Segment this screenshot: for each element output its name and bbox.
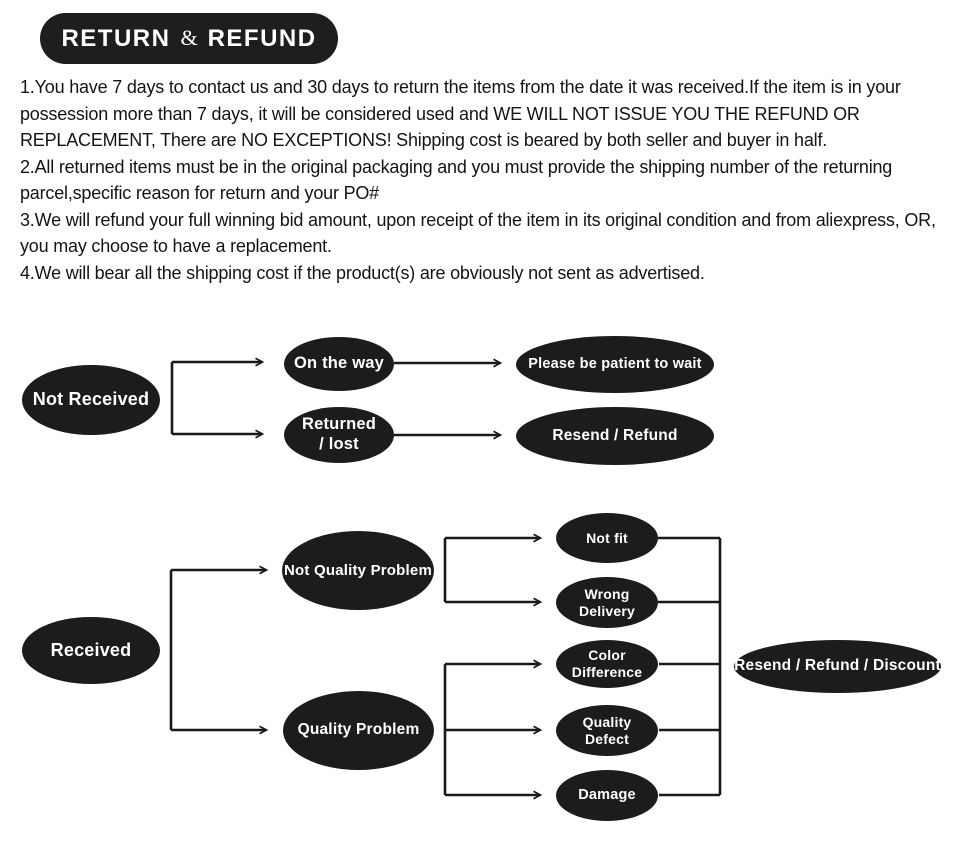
page-title-ampersand: & bbox=[180, 24, 198, 50]
node-not-received: Not Received bbox=[22, 365, 160, 435]
page-title-badge: RETURN & REFUND bbox=[40, 13, 338, 64]
policy-paragraph-4: 4.We will bear all the shipping cost if … bbox=[20, 262, 705, 283]
node-wrong-delivery: Wrong Delivery bbox=[556, 577, 658, 628]
node-color-difference: Color Difference bbox=[556, 640, 658, 688]
node-please-be-patient: Please be patient to wait bbox=[516, 336, 714, 393]
node-not-quality-problem: Not Quality Problem bbox=[282, 531, 434, 610]
node-resend-refund: Resend / Refund bbox=[516, 407, 714, 465]
policy-paragraph-3: 3.We will refund your full winning bid a… bbox=[20, 209, 936, 257]
bracket-not-quality-problem bbox=[443, 533, 543, 607]
policy-paragraph-1: 1.You have 7 days to contact us and 30 d… bbox=[20, 77, 901, 150]
arrows-top-outcomes bbox=[394, 358, 503, 440]
node-resend-refund-discount: Resend / Refund / Discount bbox=[734, 640, 941, 693]
node-not-fit: Not fit bbox=[556, 513, 658, 563]
page-title-word-left: RETURN bbox=[61, 24, 171, 52]
node-returned-lost: Returned / lost bbox=[284, 407, 394, 463]
node-received: Received bbox=[22, 617, 160, 684]
collector-final-outcome bbox=[658, 536, 722, 797]
node-damage: Damage bbox=[556, 770, 658, 821]
node-quality-defect: Quality Defect bbox=[556, 705, 658, 756]
node-on-the-way: On the way bbox=[284, 337, 394, 391]
page-title-word-right: REFUND bbox=[207, 24, 317, 52]
bracket-not-received bbox=[170, 357, 265, 439]
node-quality-problem: Quality Problem bbox=[283, 691, 434, 770]
policy-text-block: 1.You have 7 days to contact us and 30 d… bbox=[20, 74, 948, 286]
bracket-quality-problem bbox=[443, 659, 543, 800]
bracket-received bbox=[169, 565, 269, 735]
policy-paragraph-2: 2.All returned items must be in the orig… bbox=[20, 156, 893, 204]
